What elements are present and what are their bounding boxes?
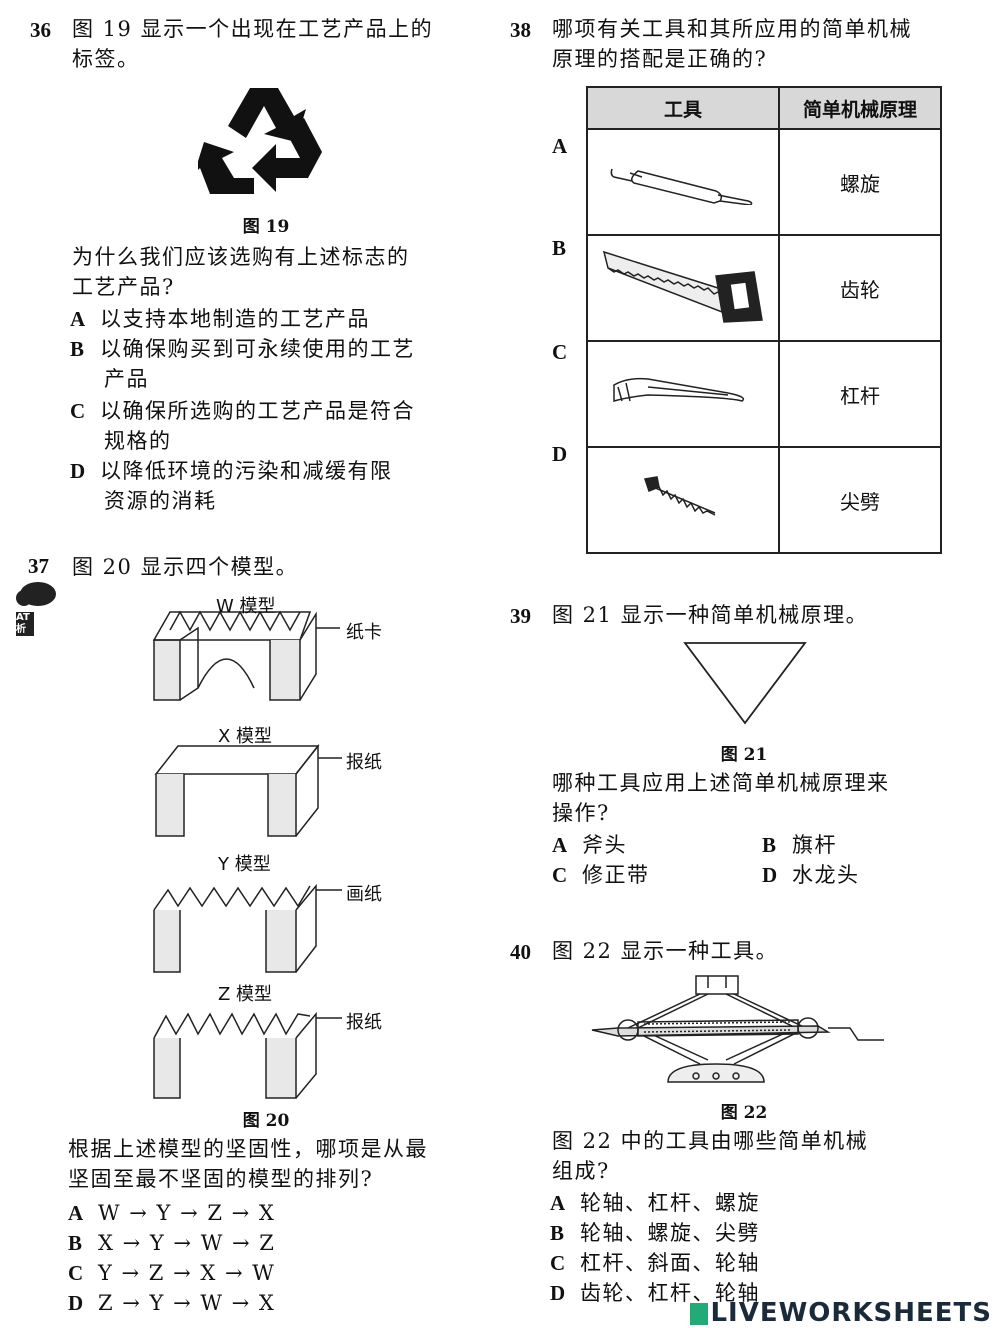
screw-icon — [644, 475, 716, 516]
recycle-icon — [198, 88, 322, 194]
tool-cell — [586, 128, 780, 236]
q36-question-line1: 为什么我们应该选购有上述标志的 — [72, 245, 410, 269]
at-badge-icon: AT 析 — [12, 580, 58, 640]
table-row: 螺旋 — [586, 128, 942, 236]
q36-question: 为什么我们应该选购有上述标志的 工艺产品? — [72, 242, 410, 302]
q40-stem: 图 22 显示一种工具。 — [552, 939, 779, 963]
figure-20-models — [152, 610, 342, 1099]
model-w-label: W 模型 — [216, 596, 276, 617]
q38-stem-line1: 哪项有关工具和其所应用的简单机械 — [552, 17, 912, 41]
q36-stem-line2: 标签。 — [72, 47, 140, 71]
col-header-principle: 简单机械原理 — [778, 86, 942, 130]
principle-cell: 尖劈 — [778, 446, 942, 554]
q38-option-b[interactable]: B — [552, 236, 567, 260]
liveworksheets-logo-icon — [690, 1302, 709, 1325]
figure-caption-21: 图 21 — [720, 745, 768, 765]
question-number-36: 36 — [30, 18, 51, 42]
principle-cell: 齿轮 — [778, 234, 942, 342]
table-row: 齿轮 — [586, 234, 942, 342]
tool-cell — [586, 446, 780, 554]
tool-cell — [586, 234, 780, 342]
table-row: 杠杆 — [586, 340, 942, 448]
model-x-label: X 模型 — [218, 726, 273, 747]
principle-cell: 螺旋 — [778, 128, 942, 236]
q36-question-line2: 工艺产品? — [72, 275, 175, 299]
question-number-40: 40 — [510, 940, 531, 964]
model-w-material: 纸卡 — [346, 622, 382, 643]
q38-option-a[interactable]: A — [552, 134, 568, 158]
q37-stem: 图 20 显示四个模型。 — [72, 555, 299, 579]
q39-question-line2: 操作? — [552, 801, 610, 825]
model-z-material: 报纸 — [346, 1012, 382, 1033]
question-number-39: 39 — [510, 604, 531, 628]
car-jack-icon — [591, 975, 884, 1083]
q38-stem-line2: 原理的搭配是正确的? — [552, 47, 768, 71]
table-row: 尖劈 — [586, 446, 942, 554]
wedge-triangle-icon — [683, 642, 807, 725]
tool-cell — [586, 340, 780, 448]
table-header-row: 工具 简单机械原理 — [586, 86, 942, 130]
q40-question: 图 22 中的工具由哪些简单机械 组成? — [552, 1126, 868, 1186]
q39-stem: 图 21 显示一种简单机械原理。 — [552, 603, 869, 627]
liveworksheets-logo: LIVEWORKSHEETS — [690, 1298, 992, 1328]
question-number-37: 37 — [28, 554, 49, 578]
tool-principle-table: 工具 简单机械原理 螺旋 齿轮 — [586, 86, 942, 554]
model-y-label: Y 模型 — [218, 854, 271, 875]
q39-question: 哪种工具应用上述简单机械原理来 操作? — [552, 768, 890, 828]
footer-brand-text: LIVEWORKSHEETS — [710, 1298, 992, 1328]
model-x-material: 报纸 — [346, 752, 382, 773]
q38-option-c[interactable]: C — [552, 340, 568, 364]
model-z-label: Z 模型 — [218, 984, 273, 1005]
q37-question-line2: 坚固至最不坚固的模型的排列? — [68, 1167, 374, 1191]
question-number-38: 38 — [510, 18, 531, 42]
tweezers-icon — [613, 377, 745, 402]
q38-stem: 哪项有关工具和其所应用的简单机械 原理的搭配是正确的? — [552, 14, 912, 74]
figure-caption-19: 图 19 — [242, 217, 290, 237]
col-header-tool: 工具 — [586, 86, 780, 130]
q36-stem: 图 19 显示一个出现在工艺产品上的 标签。 — [72, 14, 433, 74]
saw-icon — [602, 250, 763, 323]
figure-caption-20: 图 20 — [242, 1111, 290, 1131]
model-y-material: 画纸 — [346, 884, 382, 905]
principle-cell: 杠杆 — [778, 340, 942, 448]
q39-question-line1: 哪种工具应用上述简单机械原理来 — [552, 771, 890, 795]
q37-question: 根据上述模型的坚固性，哪项是从最 坚固至最不坚固的模型的排列? — [68, 1134, 428, 1194]
figure-caption-22: 图 22 — [720, 1103, 768, 1123]
rolling-pin-icon — [610, 168, 753, 206]
q38-option-d[interactable]: D — [552, 442, 568, 466]
q37-question-line1: 根据上述模型的坚固性，哪项是从最 — [68, 1137, 428, 1161]
q40-question-line2: 组成? — [552, 1159, 610, 1183]
q36-stem-line1: 图 19 显示一个出现在工艺产品上的 — [72, 17, 434, 41]
q40-question-line1: 图 22 中的工具由哪些简单机械 — [552, 1129, 869, 1153]
